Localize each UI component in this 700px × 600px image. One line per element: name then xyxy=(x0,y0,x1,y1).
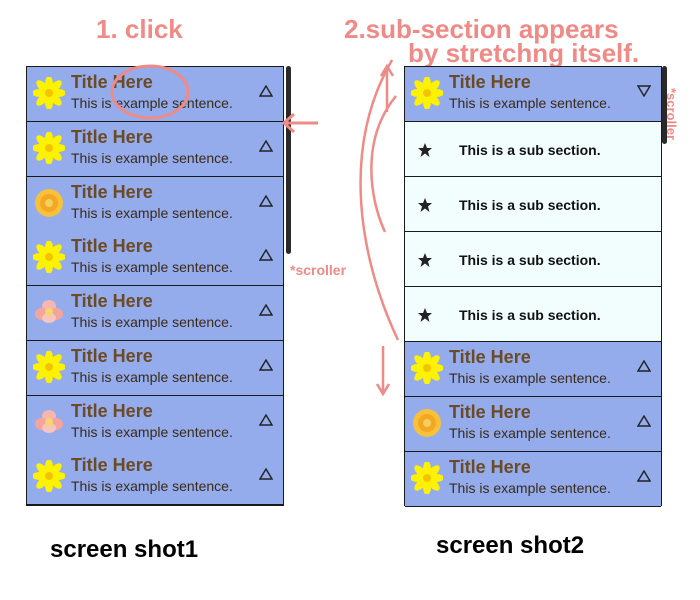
item-title: Title Here xyxy=(71,127,153,147)
yellow-flower-icon xyxy=(33,241,65,273)
item-sentence: This is example sentence. xyxy=(449,95,611,111)
star-icon xyxy=(418,143,432,157)
item-title: Title Here xyxy=(71,182,153,202)
yellow-flower-icon xyxy=(33,132,65,164)
item-title: Title Here xyxy=(71,72,153,92)
item-title: Title Here xyxy=(71,291,153,311)
item-sentence: This is example sentence. xyxy=(449,370,611,386)
sub-section-text: This is a sub section. xyxy=(459,307,601,323)
annotation-subsection-line1: 2.sub-section appears xyxy=(344,14,619,44)
star-icon xyxy=(418,308,432,322)
triangle-up-icon[interactable] xyxy=(259,414,273,426)
item-title: Title Here xyxy=(71,455,153,475)
star-icon xyxy=(418,253,432,267)
triangle-up-icon[interactable] xyxy=(259,468,273,480)
caption-screen-shot-1: screen shot1 xyxy=(50,536,199,563)
item-title: Title Here xyxy=(449,347,531,367)
yellow-flower-icon xyxy=(33,77,65,109)
item-sentence: This is example sentence. xyxy=(71,259,233,275)
sub-section-item[interactable]: This is a sub section. xyxy=(405,122,661,177)
item-sentence: This is example sentence. xyxy=(71,314,233,330)
triangle-up-icon[interactable] xyxy=(637,470,651,482)
yellow-flower-icon xyxy=(33,460,65,492)
annotation-subsection-line2: by stretchng itself. xyxy=(408,38,640,68)
caption-screen-shot-2: screen shot2 xyxy=(436,532,585,559)
sub-section-item[interactable]: This is a sub section. xyxy=(405,177,661,232)
annotation-scroller-left: *scroller xyxy=(290,262,347,278)
stretch-curve-left xyxy=(359,59,400,341)
item-sentence: This is example sentence. xyxy=(71,95,233,111)
orange-rose-icon xyxy=(35,189,63,217)
scroller-left[interactable] xyxy=(286,66,291,254)
triangle-down-icon[interactable] xyxy=(637,85,651,97)
item-sentence: This is example sentence. xyxy=(449,425,611,441)
item-sentence: This is example sentence. xyxy=(71,478,233,494)
scroller-right[interactable] xyxy=(662,66,667,144)
item-title: Title Here xyxy=(71,236,153,256)
yellow-flower-icon xyxy=(411,352,443,384)
item-sentence: This is example sentence. xyxy=(71,424,233,440)
triangle-up-icon[interactable] xyxy=(259,195,273,207)
orange-rose-icon xyxy=(413,409,441,437)
triangle-up-icon[interactable] xyxy=(637,360,651,372)
stretch-curve-right xyxy=(370,95,397,233)
item-sentence: This is example sentence. xyxy=(71,369,233,385)
item-title: Title Here xyxy=(449,457,531,477)
triangle-up-icon[interactable] xyxy=(259,140,273,152)
annotation-scroller-right: *scroller xyxy=(664,88,679,141)
sub-section-text: This is a sub section. xyxy=(459,197,601,213)
yellow-flower-icon xyxy=(411,77,443,109)
annotation-click: 1. click xyxy=(96,14,183,44)
sub-section-item[interactable]: This is a sub section. xyxy=(405,232,661,287)
pink-flower-icon xyxy=(35,300,63,323)
item-title: Title Here xyxy=(71,401,153,421)
sub-section-text: This is a sub section. xyxy=(459,252,601,268)
triangle-up-icon[interactable] xyxy=(259,304,273,316)
pink-flower-icon xyxy=(35,410,63,433)
star-icon xyxy=(418,198,432,212)
yellow-flower-icon xyxy=(33,351,65,383)
yellow-flower-icon xyxy=(411,462,443,494)
triangle-up-icon[interactable] xyxy=(259,249,273,261)
triangle-up-icon[interactable] xyxy=(259,85,273,97)
triangle-up-icon[interactable] xyxy=(259,359,273,371)
item-sentence: This is example sentence. xyxy=(71,150,233,166)
sub-section-item[interactable]: This is a sub section. xyxy=(405,287,661,342)
item-sentence: This is example sentence. xyxy=(71,205,233,221)
triangle-up-icon[interactable] xyxy=(637,415,651,427)
item-sentence: This is example sentence. xyxy=(449,480,611,496)
item-title: Title Here xyxy=(71,346,153,366)
item-title: Title Here xyxy=(449,402,531,422)
sub-section-text: This is a sub section. xyxy=(459,142,601,158)
item-title: Title Here xyxy=(449,72,531,92)
